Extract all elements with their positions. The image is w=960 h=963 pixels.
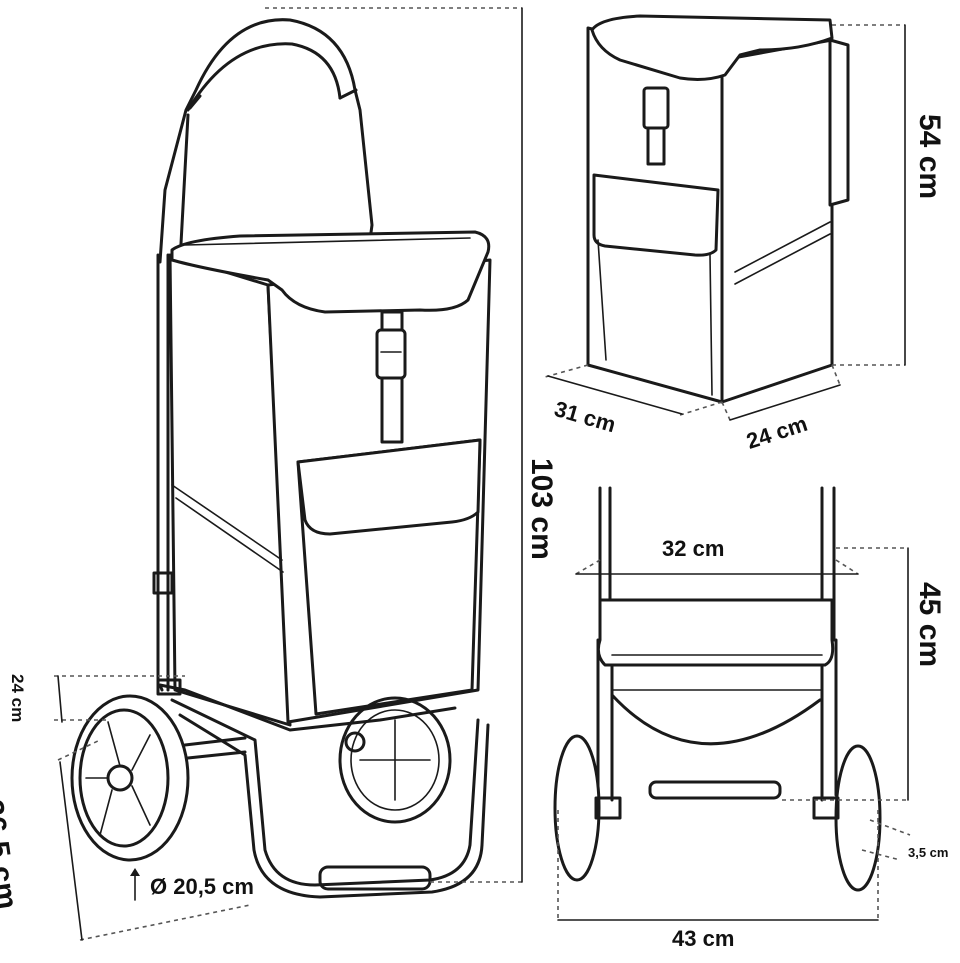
bag-only-view: [586, 14, 850, 404]
wheel-diameter-label: Ø 20,5 cm: [150, 874, 254, 899]
frame-foot: [648, 780, 782, 800]
buckle: [375, 328, 407, 380]
foot-bar: [318, 865, 432, 891]
bag-height-label: 54 cm: [913, 114, 946, 200]
main-trolley-view: [70, 18, 492, 899]
right-wheel: [834, 744, 882, 892]
frame-height-label: 45 cm: [913, 582, 946, 668]
overall-width-label: 43 cm: [672, 926, 735, 951]
total-height-label: 103 cm: [525, 458, 558, 560]
rear-wheel: [338, 696, 452, 824]
bag-lid-top: [590, 14, 834, 81]
frame-view: [553, 486, 882, 892]
pocket-flap: [296, 438, 482, 536]
frame-width-label: 32 cm: [662, 536, 725, 561]
bag-front: [720, 38, 834, 404]
left-wheel: [553, 734, 601, 882]
base-depth-label: 24 cm: [8, 674, 27, 723]
dimension-lines: [54, 7, 911, 941]
bag-lid: [170, 230, 491, 314]
bag-pocket-flap: [592, 173, 720, 257]
frame-top-bar: [596, 598, 835, 667]
wheel-width-label: 3,5 cm: [908, 845, 949, 860]
handle: [158, 18, 374, 264]
